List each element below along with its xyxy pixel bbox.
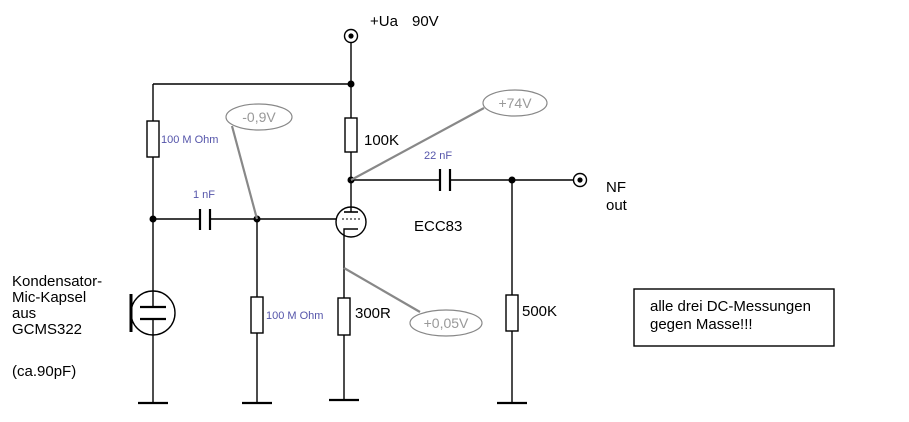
resistor-mic-bias-label: 100 M Ohm: [161, 134, 218, 146]
junction-dots: [149, 80, 516, 223]
supply-terminal: [343, 28, 359, 44]
resistor-anode-label: 100K: [364, 132, 399, 149]
measurement-cathode: +0,05V: [343, 267, 483, 337]
tube-symbol: [335, 206, 367, 238]
resistor-output: [505, 294, 519, 332]
measurement-anode-value: +74V: [498, 95, 532, 111]
output-label-nf: NF: [606, 179, 626, 196]
capacitor-input-label: 1 nF: [193, 189, 215, 201]
mic-label-line-3: aus: [12, 305, 36, 322]
mic-label-line-4: GCMS322: [12, 321, 82, 338]
microphone-capsule-symbol: [129, 290, 176, 336]
supply-name-label: +Ua: [370, 13, 399, 30]
measurement-cathode-value: +0,05V: [424, 315, 469, 331]
measurement-grid-value: -0,9V: [242, 109, 276, 125]
resistor-cathode-label: 300R: [355, 305, 391, 322]
mic-label-line-1: Kondensator-: [12, 273, 102, 290]
output-terminal: [572, 172, 588, 188]
resistor-mic-bias: [146, 120, 160, 158]
output-label-out: out: [606, 197, 628, 214]
resistor-cathode: [337, 297, 351, 336]
measurement-anode: +74V: [350, 89, 548, 181]
tube-label: ECC83: [414, 218, 462, 235]
mic-label-line-2: Mic-Kapsel: [12, 289, 86, 306]
mic-capacitance-label: (ca.90pF): [12, 363, 76, 380]
resistor-grid-label: 100 M Ohm: [266, 310, 323, 322]
measurement-grid: -0,9V: [225, 103, 293, 220]
note-line-2: gegen Masse!!!: [650, 316, 753, 333]
ground-symbols: [138, 398, 527, 405]
capacitor-output-label: 22 nF: [424, 150, 452, 162]
resistor-grid: [250, 296, 264, 334]
capacitor-input: [198, 209, 212, 230]
capacitor-output: [438, 169, 452, 191]
resistor-output-label: 500K: [522, 303, 557, 320]
note-line-1: alle drei DC-Messungen: [650, 298, 811, 315]
note-box: alle drei DC-Messungen gegen Masse!!!: [633, 288, 835, 347]
resistor-anode: [344, 117, 358, 153]
supply-voltage-label: 90V: [412, 13, 439, 30]
